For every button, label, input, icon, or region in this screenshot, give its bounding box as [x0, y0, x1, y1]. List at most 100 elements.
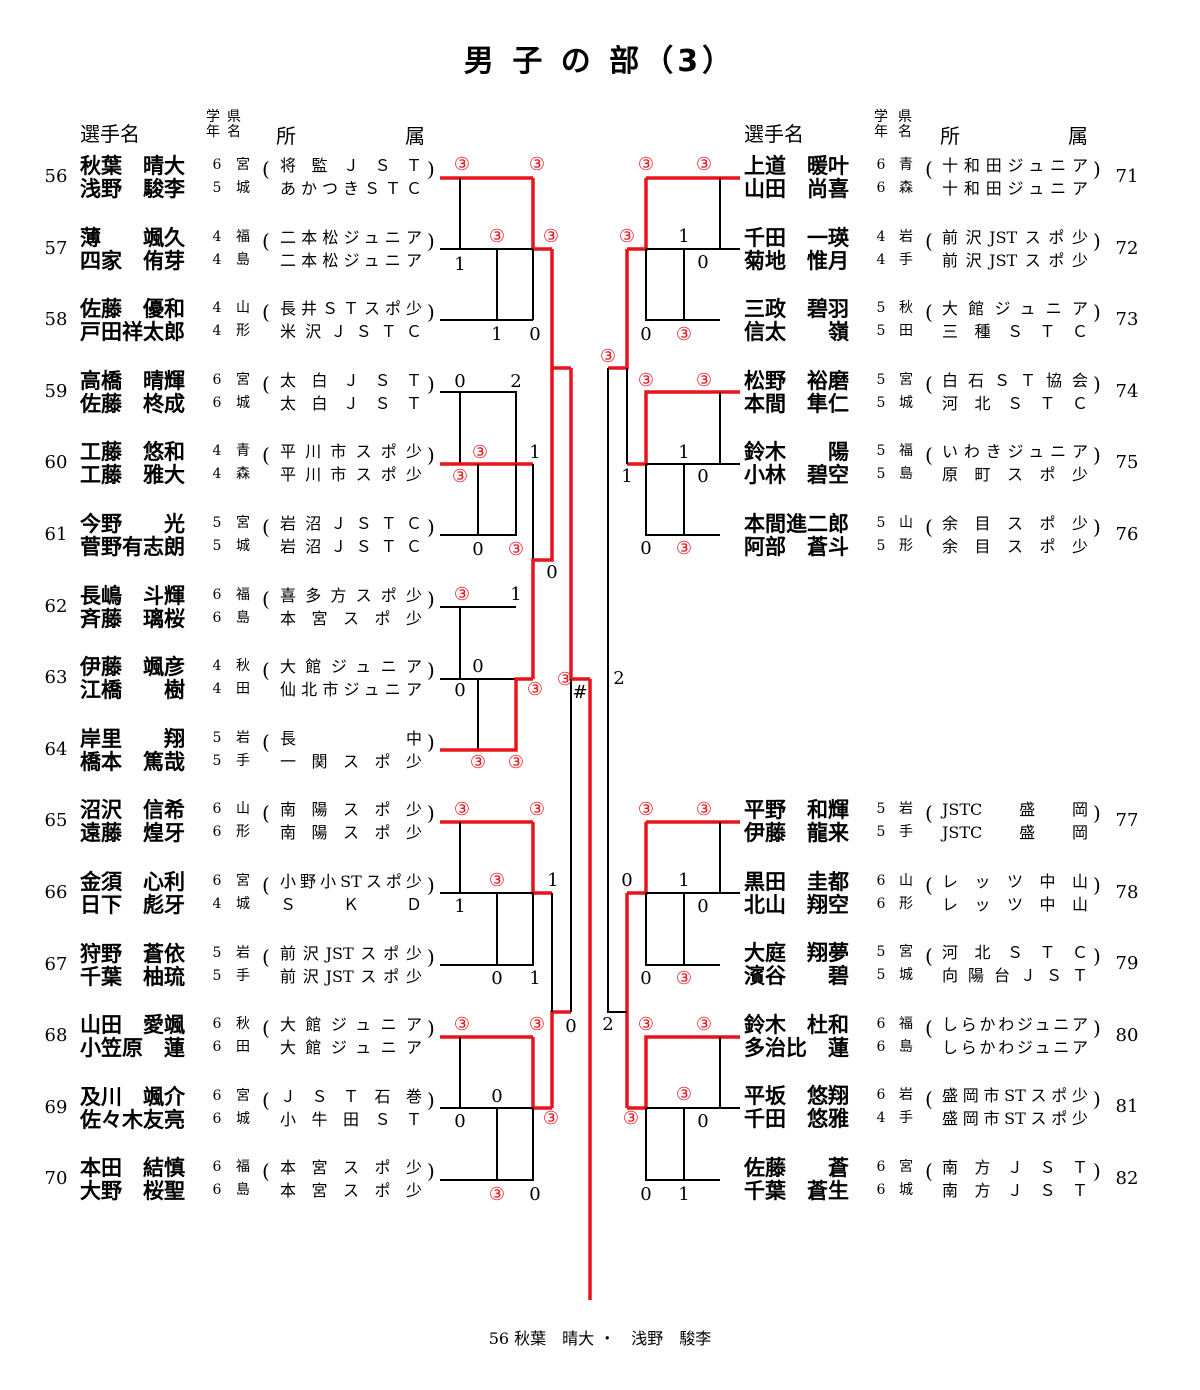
- player-pref: 青: [899, 157, 913, 173]
- player-club: 河北ＳＴＣ: [942, 943, 1088, 963]
- header-club-right: 属: [405, 124, 425, 148]
- player-grade: 6: [212, 1016, 222, 1033]
- player-club: 小牛田ＳＴ: [280, 1109, 422, 1129]
- player-pref: 秋: [899, 300, 913, 316]
- match-score: 0: [546, 562, 557, 583]
- seed-number: 74: [1115, 380, 1139, 402]
- match-score: ③: [619, 226, 635, 247]
- match-score: 1: [529, 968, 540, 989]
- match-score: 1: [678, 442, 689, 463]
- player-name: 薄 颯久: [80, 224, 185, 250]
- player-grade: 4: [212, 228, 222, 245]
- paren-open: (: [262, 443, 270, 468]
- player-club: 河北ＳＴＣ: [942, 393, 1088, 413]
- player-name: 日下 彪牙: [80, 892, 185, 917]
- player-grade: 5: [876, 394, 886, 411]
- player-club: 前沢JSTスポ少: [280, 943, 422, 963]
- player-name: 大野 桜聖: [80, 1178, 185, 1204]
- player-club: ＪＳＴ石巻: [280, 1086, 422, 1106]
- bracket-line: [645, 464, 720, 536]
- player-pref: 森: [236, 466, 250, 483]
- player-club: 将監ＪＳＴ: [280, 156, 422, 175]
- player-pref: 宮: [899, 371, 913, 388]
- player-club: 南方ＪＳＴ: [942, 1181, 1088, 1200]
- player-name: 山田 尚喜: [744, 176, 849, 201]
- player-name: 上道 暖叶: [744, 153, 849, 178]
- player-club: JSTC盛岡: [942, 800, 1088, 819]
- player-grade: 6: [876, 872, 886, 889]
- seed-number: 65: [44, 810, 68, 832]
- player-pref: 福: [899, 1015, 913, 1032]
- player-club: 十和田ジュニア: [942, 156, 1088, 175]
- player-pref: 秋: [236, 658, 250, 675]
- player-club: しらかわジュニア: [942, 1014, 1088, 1034]
- player-name: 戸田祥太郎: [80, 319, 185, 345]
- paren-open: (: [262, 228, 270, 253]
- player-pref: 福: [899, 443, 913, 459]
- player-grade: 5: [212, 752, 222, 769]
- paren-close: ): [427, 873, 435, 897]
- player-grade: 4: [212, 658, 222, 675]
- player-grade: 6: [212, 873, 222, 889]
- seed-number: 72: [1115, 237, 1139, 259]
- player-pref: 島: [899, 466, 913, 482]
- paren-close: ): [427, 228, 435, 253]
- player-name: 今野 光: [80, 511, 185, 536]
- player-pref: 田: [236, 681, 250, 698]
- match-score: ③: [454, 1014, 470, 1035]
- paren-open: (: [925, 801, 933, 825]
- player-pref: 島: [236, 609, 250, 626]
- match-score: ③: [527, 679, 543, 700]
- player-name: 佐藤 蒼: [744, 1155, 849, 1180]
- match-score: 1: [678, 1184, 689, 1205]
- match-score: ③: [696, 154, 712, 175]
- player-name: 佐藤 柊成: [80, 390, 185, 416]
- player-name: 工藤 雅大: [80, 462, 185, 488]
- player-grade: 6: [876, 1182, 886, 1198]
- player-name: 千田 悠雅: [744, 1106, 849, 1132]
- player-grade: 6: [212, 824, 222, 841]
- match-score: ③: [489, 870, 505, 891]
- player-grade: 4: [876, 228, 886, 245]
- match-score: 0: [454, 1111, 465, 1132]
- player-pref: 宮: [899, 1159, 913, 1175]
- player-pref: 宮: [236, 873, 250, 889]
- match-score: ③: [489, 226, 505, 247]
- player-club: 南陽スポ少: [280, 800, 422, 820]
- bracket-line: [607, 679, 627, 1013]
- match-score: 0: [472, 656, 483, 677]
- match-score: 0: [529, 324, 540, 345]
- paren-open: (: [262, 658, 270, 683]
- player-name: 佐々木友亮: [80, 1106, 185, 1132]
- player-name: 狩野 蒼依: [80, 940, 185, 966]
- player-grade: 5: [876, 944, 886, 961]
- match-score: 0: [640, 1184, 651, 1205]
- paren-open: (: [925, 1159, 933, 1183]
- match-score: 1: [510, 584, 521, 605]
- player-pref: 宮: [236, 371, 250, 388]
- paren-close: ): [427, 729, 435, 754]
- player-pref: 秋: [236, 1016, 250, 1033]
- paren-close: ): [427, 1159, 435, 1184]
- player-club: いわきジュニア: [942, 442, 1088, 461]
- player-pref: 岩: [236, 944, 250, 961]
- player-club: レッツ中山: [942, 894, 1088, 914]
- paren-open: (: [925, 1015, 933, 1040]
- match-score: ③: [472, 442, 488, 463]
- player-name: 三政 碧羽: [744, 296, 849, 321]
- paren-close: ): [427, 658, 435, 683]
- player-club: 本宮スポ少: [280, 608, 422, 628]
- player-name: 阿部 蒼斗: [744, 533, 849, 559]
- seed-number: 76: [1115, 523, 1139, 545]
- match-score: ③: [454, 799, 470, 820]
- player-pref: 福: [236, 586, 250, 603]
- match-score: 1: [491, 324, 502, 345]
- player-grade: 4: [212, 251, 222, 268]
- bracket-line: [440, 1108, 534, 1181]
- player-grade: 6: [876, 1087, 886, 1104]
- player-name: 鈴木 陽: [744, 439, 849, 464]
- player-grade: 6: [212, 1182, 222, 1199]
- bracket-line: [477, 464, 517, 536]
- player-grade: 5: [212, 538, 222, 554]
- player-grade: 5: [212, 967, 222, 984]
